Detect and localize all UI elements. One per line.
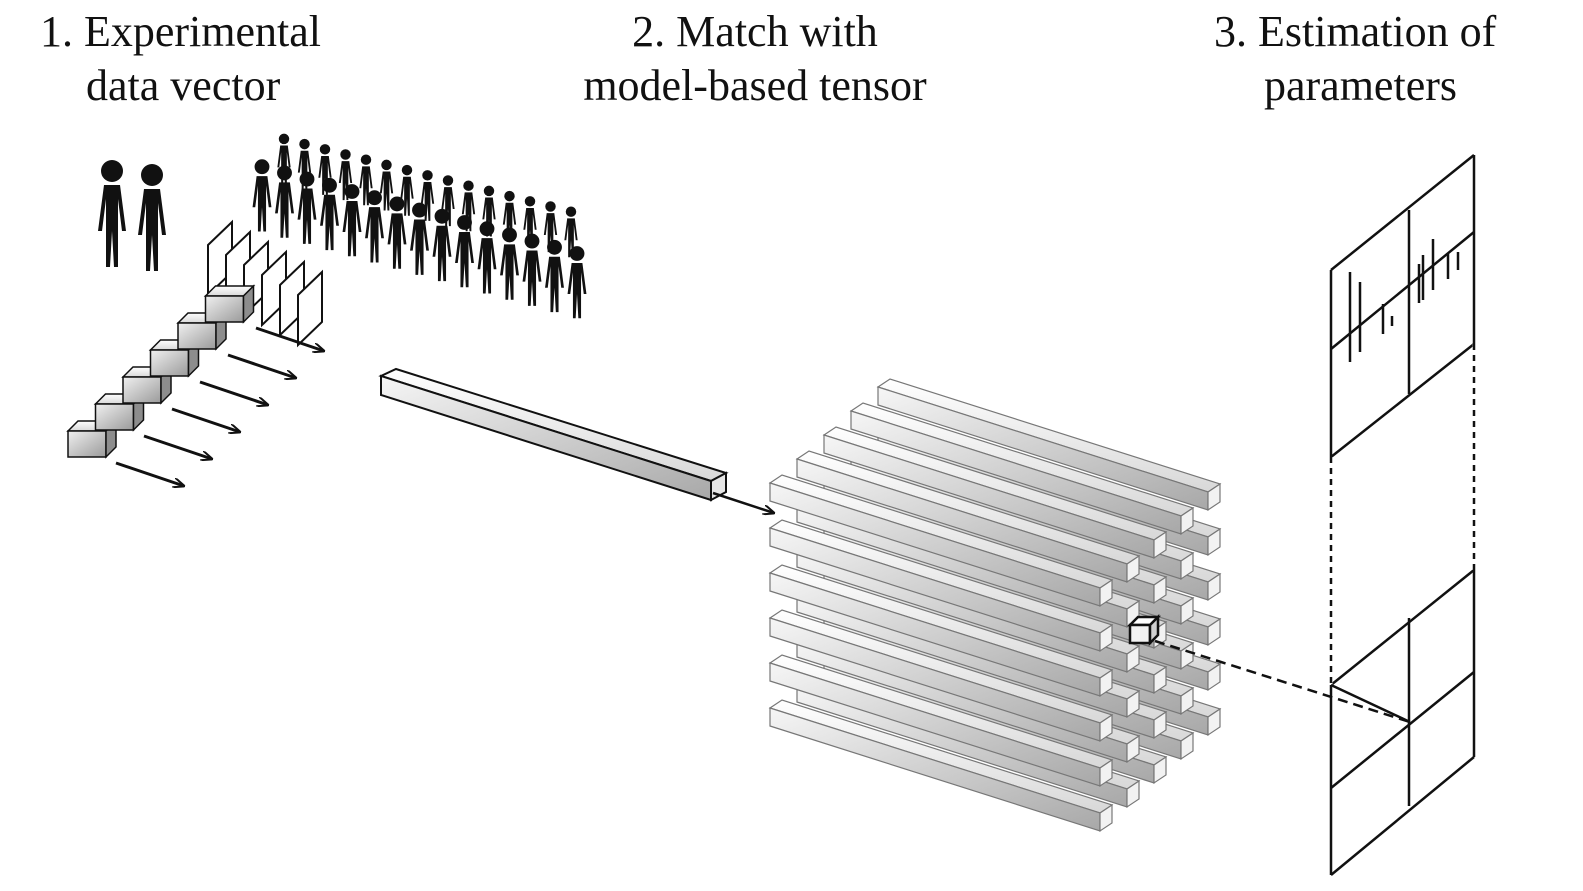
tensor-bar (768, 609, 1114, 743)
parameter-histograms (1348, 239, 1460, 362)
tensor-bar (768, 654, 1114, 788)
arrow-icon (115, 461, 184, 486)
step-2-line-1: 2. Match with (632, 7, 878, 56)
frame-outline-icon (297, 269, 323, 348)
tensor-bar (768, 474, 1114, 608)
step-2-line-2: model-based tensor (583, 61, 927, 110)
person-icon (567, 246, 587, 319)
step-1-line-2: data vector (86, 61, 281, 110)
arrow-icon (171, 407, 240, 432)
tensor-bar (768, 699, 1114, 833)
person-icon (522, 233, 542, 306)
selected-cell-icon (1126, 613, 1162, 647)
person-icon (252, 159, 272, 232)
tensor-bar (822, 426, 1168, 560)
step-1-label: 1. Experimental data vector (40, 5, 321, 113)
tensor-bar (795, 450, 1141, 584)
match-arrow (712, 491, 774, 513)
arrow-icon (255, 326, 324, 351)
step-3-line-2: parameters (1264, 61, 1457, 110)
arrow-icon (227, 353, 296, 378)
tensor-bar (876, 378, 1222, 512)
person-icon (98, 160, 126, 267)
step-3-label: 3. Estimation of parameters (1214, 5, 1496, 113)
tensor-bar (768, 519, 1114, 653)
data-blocks-icon (67, 285, 255, 458)
person-icon (500, 227, 519, 300)
person-icon (342, 184, 362, 257)
tensor-bar (768, 564, 1114, 698)
person-icon (387, 196, 407, 269)
mapping-dashed-line (1154, 639, 1411, 724)
parameter-space-plane (1329, 154, 1476, 876)
model-tensor (768, 378, 1222, 833)
person-icon (275, 165, 294, 238)
cube-icon (204, 285, 255, 323)
step-3-line-1: 3. Estimation of (1214, 7, 1497, 56)
arrow-icon (199, 380, 268, 405)
person-icon (297, 171, 317, 244)
data-vector-bar (378, 367, 729, 502)
tensor-bar (849, 402, 1195, 536)
person-icon (138, 164, 166, 271)
block-arrows (115, 326, 324, 486)
step-1-line-1: 1. Experimental (40, 7, 322, 56)
participant-pair-icon (98, 160, 166, 271)
person-icon (477, 221, 497, 294)
arrow-icon (143, 434, 212, 459)
step-2-label: 2. Match with model-based tensor (565, 5, 945, 113)
